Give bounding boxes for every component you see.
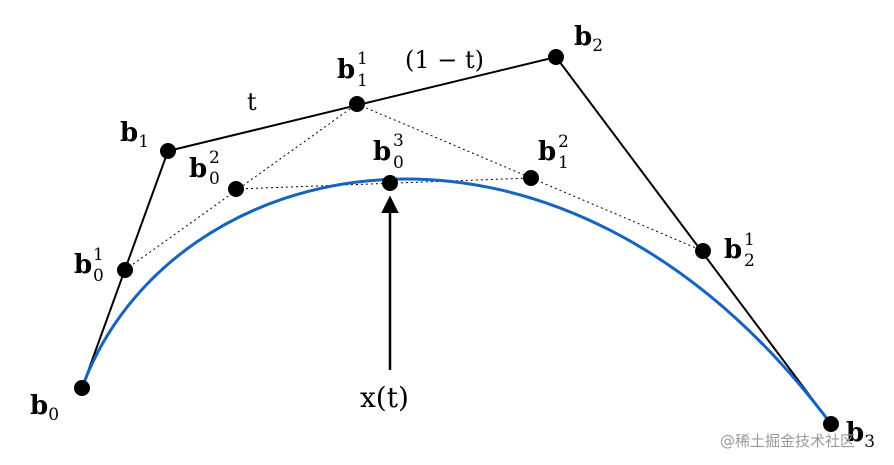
point-b03 — [382, 175, 398, 191]
watermark-text: @稀土掘金技术社区 — [720, 432, 855, 450]
point-b1 — [160, 143, 176, 159]
label-b2: b2 — [574, 22, 603, 56]
label-curve-point: x(t) — [360, 381, 409, 414]
control-polygon — [81, 55, 832, 425]
parameter-annotations: t (1 − t) x(t) — [247, 46, 484, 414]
point-labels: b0 b1 b2 b3 b 1 0 b 1 1 b 1 2 b 2 0 — [30, 22, 875, 452]
point-b12 — [523, 170, 539, 186]
label-b1: b1 — [120, 118, 149, 152]
label-b0: b0 — [30, 391, 59, 425]
point-markers — [74, 49, 839, 432]
label-b01: b 1 0 — [74, 245, 109, 286]
label-t: t — [247, 88, 257, 116]
label-b03: b 3 0 — [373, 131, 409, 173]
bezier-curve — [80, 177, 833, 425]
point-b02 — [228, 181, 244, 197]
label-b3: b3 — [846, 418, 875, 452]
point-b2 — [548, 49, 564, 65]
label-one-minus-t: (1 − t) — [405, 46, 484, 74]
point-b0 — [74, 380, 90, 396]
point-b3 — [823, 416, 839, 432]
label-b02: b 2 0 — [189, 148, 225, 189]
label-b12: b 2 1 — [538, 132, 574, 173]
label-b11: b 1 1 — [337, 49, 373, 91]
point-b11 — [349, 96, 365, 112]
point-b01 — [117, 262, 133, 278]
label-b21: b 1 2 — [724, 230, 760, 271]
construction-line-level2 — [235, 177, 532, 190]
point-b21 — [695, 243, 711, 259]
